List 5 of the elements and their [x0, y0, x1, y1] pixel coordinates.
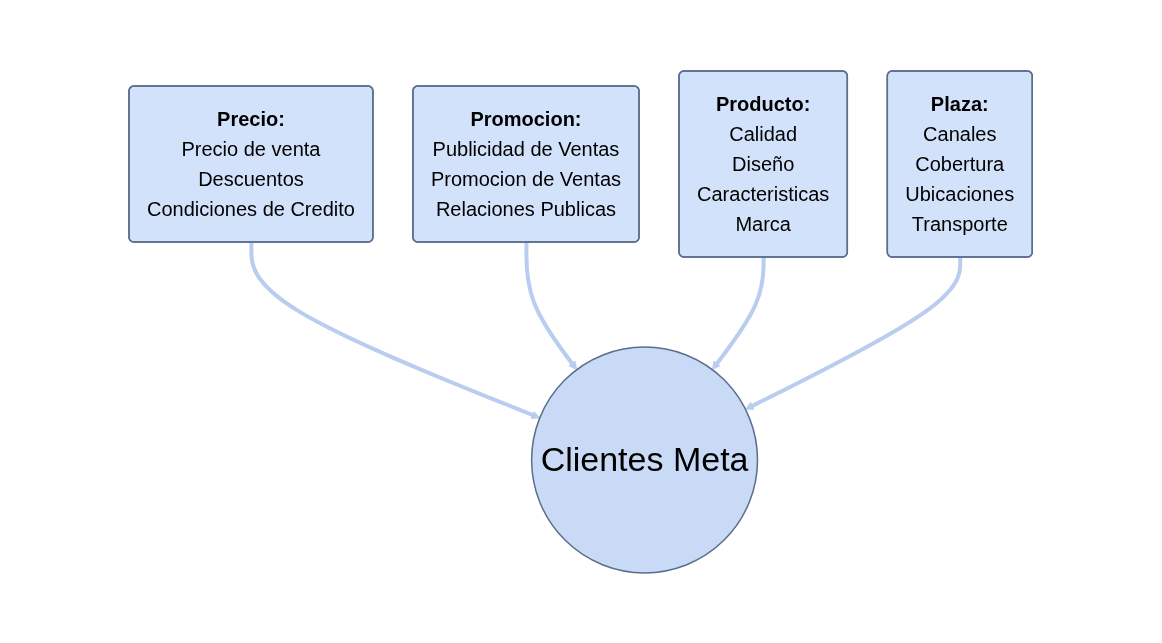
arrow: [524, 242, 578, 370]
arrow: [712, 257, 767, 370]
arrow: [745, 257, 963, 410]
arrow: [249, 242, 541, 419]
node-circle: Clientes Meta: [531, 345, 759, 574]
